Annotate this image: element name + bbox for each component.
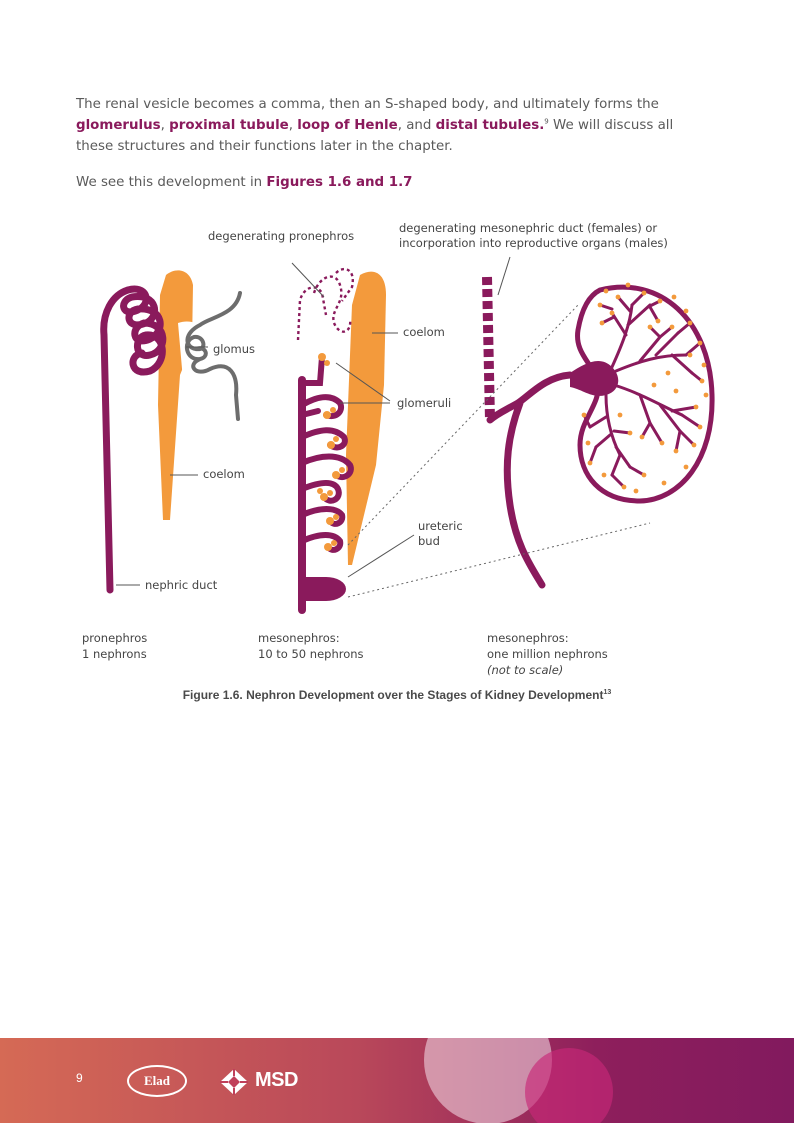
msd-logo-text: MSD — [255, 1069, 298, 1091]
mesonephros-diagram — [296, 267, 386, 614]
glomus-vessel — [184, 291, 242, 421]
caption-ref: 13 — [603, 689, 612, 696]
figure-caption: Figure 1.6. Nephron Development over the… — [0, 688, 794, 702]
label-ureteric-1: ureteric — [418, 519, 463, 533]
label-ureteric-2: bud — [418, 534, 440, 548]
kidney-diagram — [482, 276, 715, 589]
pronephros-tubule — [120, 285, 167, 376]
page-footer: 9 Elad MSD — [0, 1038, 794, 1123]
figure-ref-link[interactable]: Figures 1.6 and 1.7 — [266, 175, 413, 190]
stage-3-count: one million nephrons — [487, 647, 608, 661]
footnote-ref: 9 — [544, 117, 549, 126]
footer-circle-magenta — [525, 1048, 613, 1123]
label-glomus: glomus — [213, 342, 255, 356]
label-nephric-duct: nephric duct — [145, 578, 218, 592]
degenerating-duct-dashed — [482, 276, 495, 421]
bud-base — [302, 577, 326, 601]
label-degenerating-mesonephric-1: degenerating mesonephric duct (females) … — [399, 221, 657, 235]
pronephros-diagram — [100, 270, 242, 594]
caption-text: Figure 1.6. Nephron Development over the… — [182, 688, 604, 702]
coelom-left — [158, 270, 193, 520]
separator: , — [288, 118, 298, 133]
label-coelom-middle: coelom — [403, 325, 445, 339]
period: . — [539, 118, 545, 133]
kidney-glomeruli — [581, 282, 709, 494]
glomeruli-dots — [317, 353, 345, 551]
stage-2-count: 10 to 50 nephrons — [258, 647, 364, 661]
msd-logo: MSD — [218, 1066, 308, 1096]
stage-1-count: 1 nephrons — [82, 647, 147, 661]
msd-mark-icon — [220, 1069, 248, 1095]
nephric-duct — [100, 286, 132, 594]
separator: , and — [397, 118, 436, 133]
intro-line-1: The renal vesicle becomes a comma, then … — [76, 97, 659, 112]
intro-paragraph: The renal vesicle becomes a comma, then … — [76, 94, 716, 157]
collecting-tree — [582, 291, 704, 489]
term-proximal-tubule: proximal tubule — [169, 118, 289, 133]
elad-logo-text: Elad — [143, 1073, 170, 1088]
intro-line-2-rest: We will discuss all — [548, 118, 674, 133]
mesonephric-tubules — [299, 354, 354, 553]
coelom-middle — [346, 271, 386, 565]
stage-3-name: mesonephros: — [487, 631, 569, 645]
renal-pelvis — [570, 360, 619, 396]
stage-3-note: (not to scale) — [487, 663, 563, 677]
degenerating-tubules — [296, 267, 354, 341]
label-degenerating-mesonephric-2: incorporation into reproductive organs (… — [399, 236, 668, 250]
elad-logo: Elad — [127, 1065, 187, 1097]
ureter — [486, 371, 574, 589]
label-glomeruli: glomeruli — [397, 396, 451, 410]
stage-1-name: pronephros — [82, 631, 147, 645]
nephron-development-figure: degenerating pronephros degenerating mes… — [82, 221, 715, 677]
zoom-lines — [347, 304, 651, 598]
figure-ref-prefix: We see this development in — [76, 175, 267, 190]
term-distal-tubules: distal tubules — [435, 118, 540, 133]
intro-line-3: these structures and their functions lat… — [76, 139, 453, 154]
term-loop-of-henle: loop of Henle — [297, 118, 398, 133]
leader-lines — [116, 256, 511, 586]
separator: , — [160, 118, 170, 133]
label-degenerating-pronephros: degenerating pronephros — [208, 229, 354, 243]
label-coelom-left: coelom — [203, 467, 245, 481]
kidney-outline — [575, 284, 715, 504]
term-glomerulus: glomerulus — [76, 118, 161, 133]
figure-reference-paragraph: We see this development in Figures 1.6 a… — [76, 172, 716, 193]
page-number: 9 — [76, 1071, 83, 1085]
stage-2-name: mesonephros: — [258, 631, 340, 645]
